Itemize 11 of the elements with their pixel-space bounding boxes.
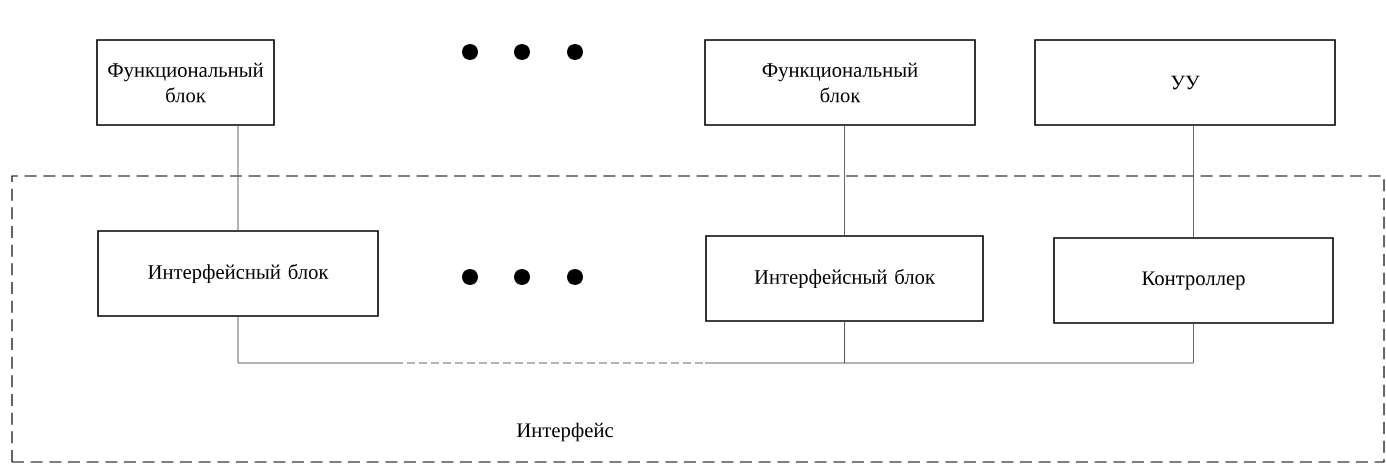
interface-block-box: Интерфейсный блок xyxy=(97,230,379,317)
function-block-box: Функциональный блок xyxy=(96,39,275,126)
function-block-box: УУ xyxy=(1034,39,1336,126)
connector-line xyxy=(1193,125,1194,238)
function-block-box: Функциональный блок xyxy=(704,39,976,126)
interface-block-box: Контроллер xyxy=(1053,237,1334,324)
connector-line xyxy=(844,125,845,236)
connector-line xyxy=(237,316,845,364)
connector-line xyxy=(844,321,1194,364)
connector-line xyxy=(237,125,239,231)
interface-block-box: Интерфейсный блок xyxy=(705,235,984,322)
